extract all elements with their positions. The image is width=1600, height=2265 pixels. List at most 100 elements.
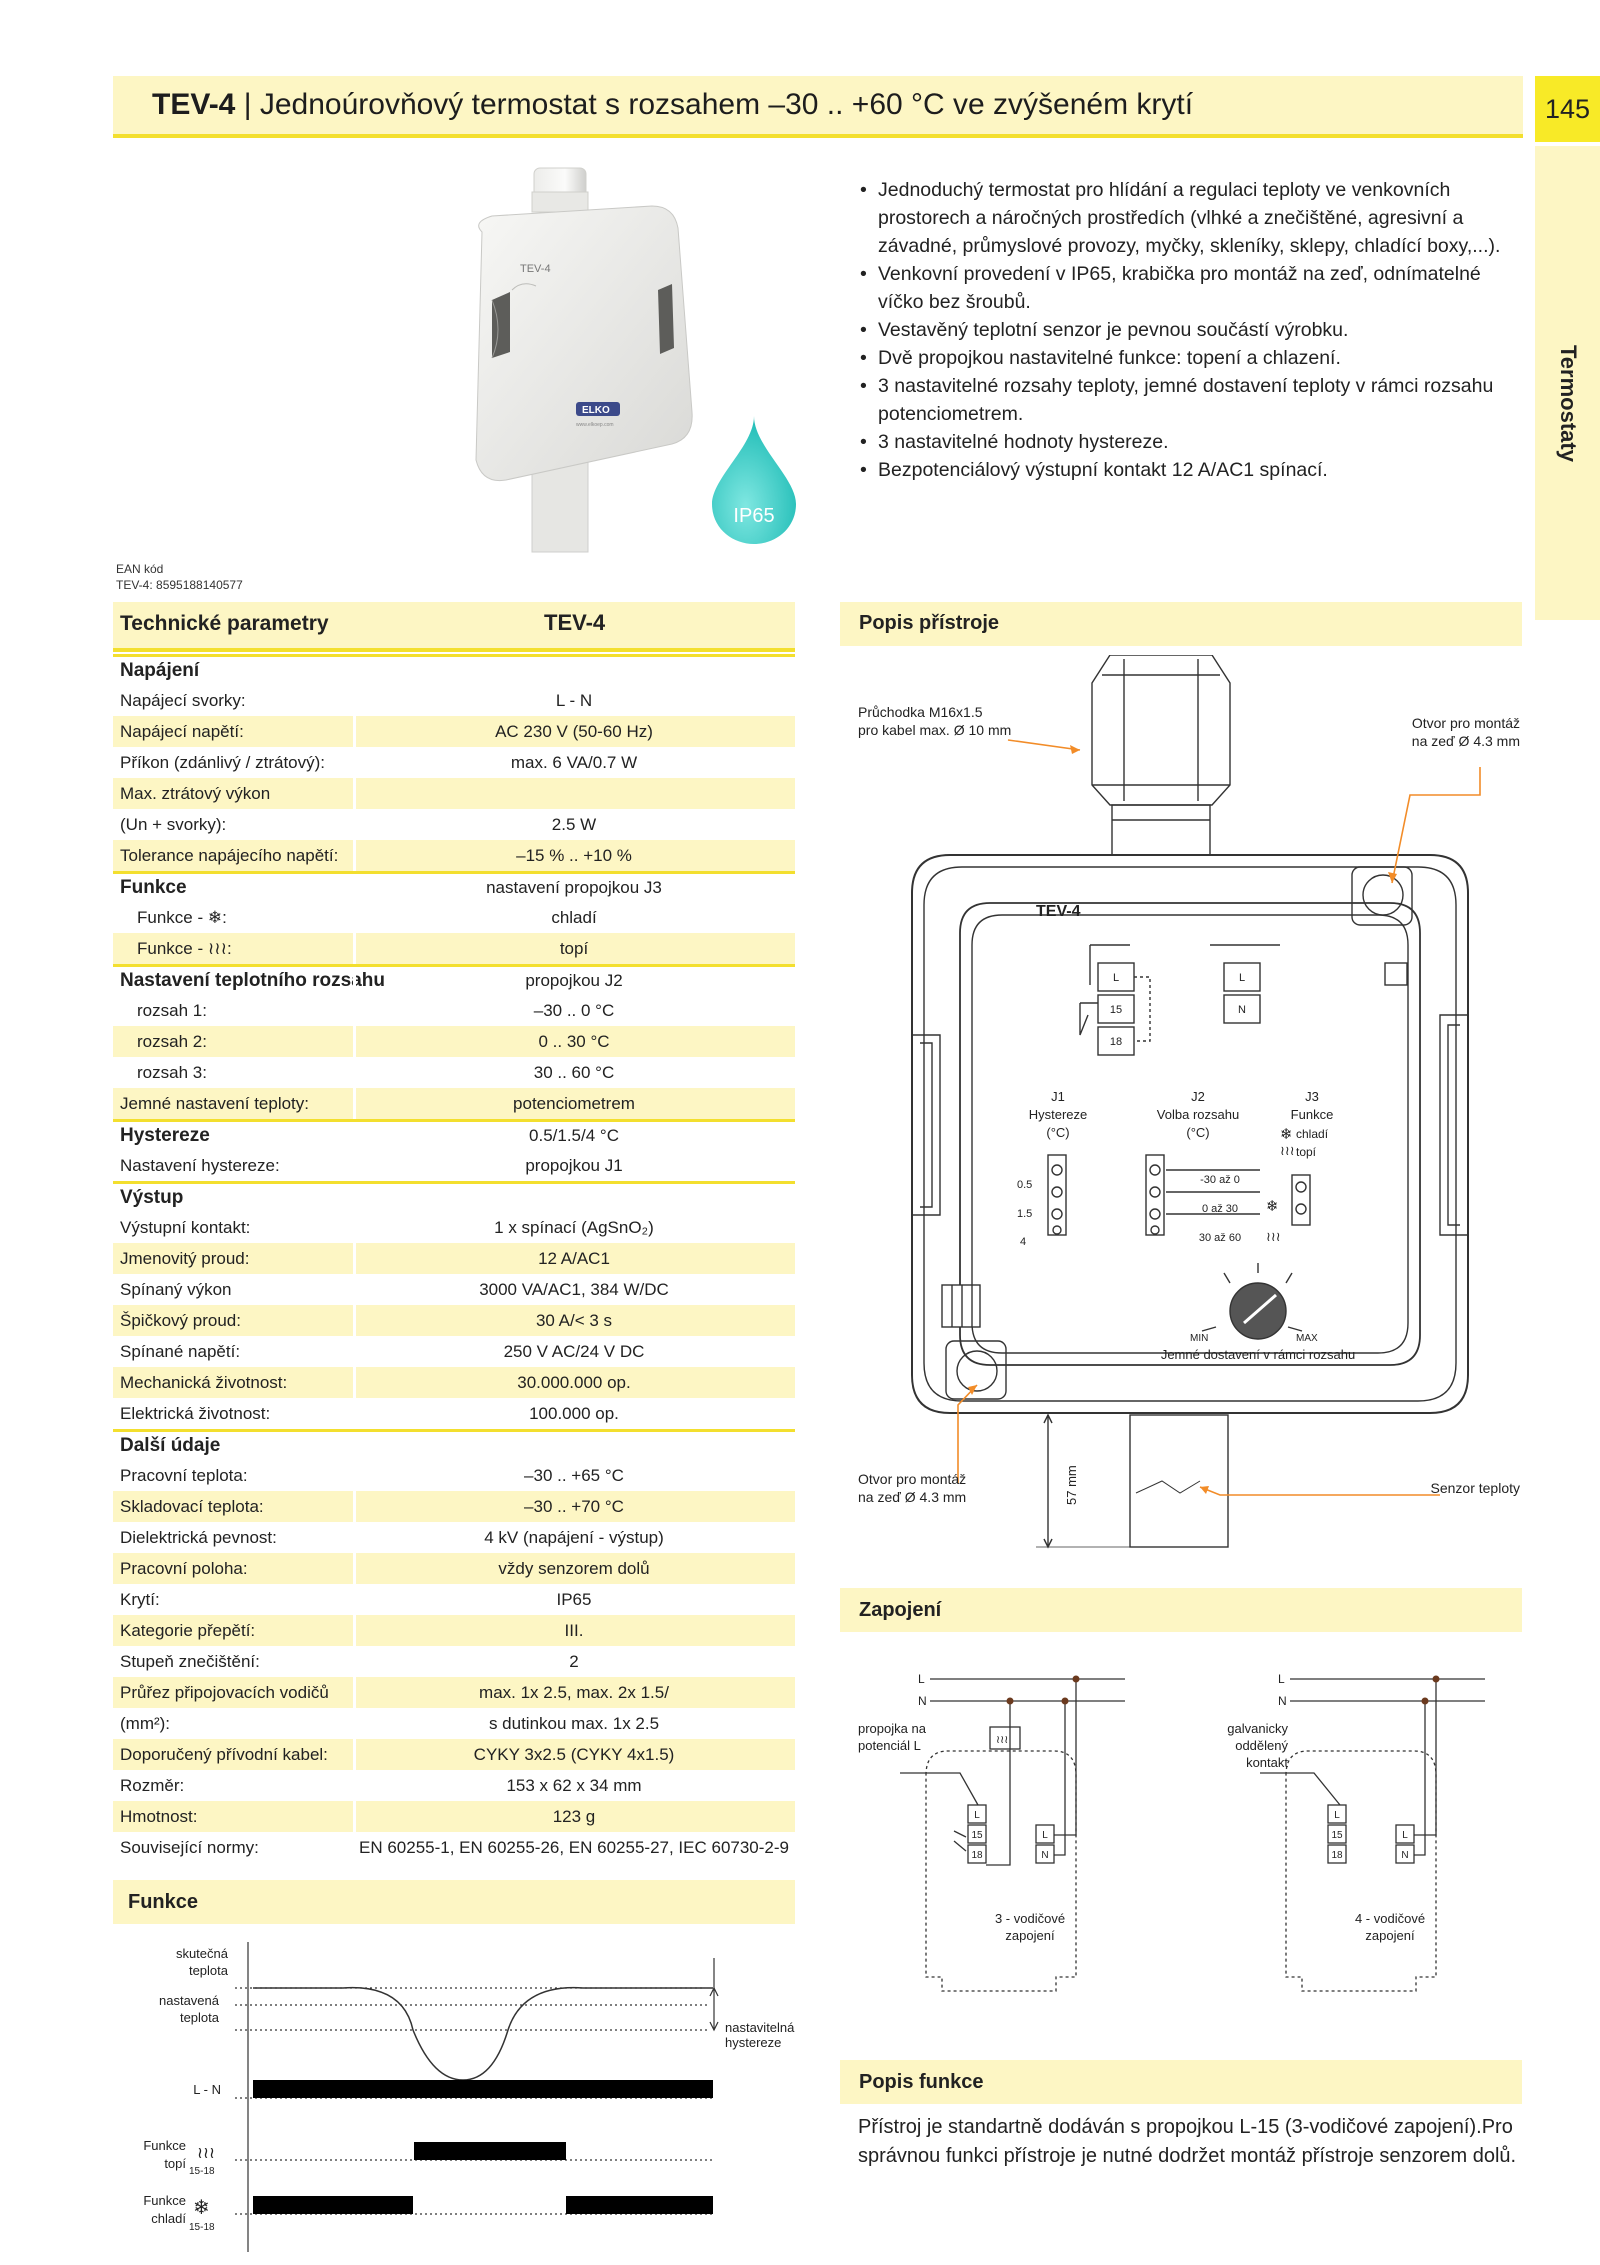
fn-set-2: teplota <box>180 2010 220 2025</box>
param-name: Špičkový proud: <box>120 1311 241 1330</box>
ean-code: EAN kód TEV-4: 8595188140577 <box>116 561 243 593</box>
feature-item: Jednoduchý termostat pro hlídání a regul… <box>860 176 1524 260</box>
snowflake-icon: ❄ <box>1266 1198 1279 1215</box>
feature-item: 3 nastavitelné hodnoty hystereze. <box>860 428 1524 456</box>
device-label-text: TEV-4 <box>520 263 551 275</box>
heat-icon: ≀≀≀ <box>996 1734 1008 1746</box>
column-divider <box>353 1274 356 1305</box>
column-divider <box>353 840 356 871</box>
function-desc-header <box>840 2060 1522 2104</box>
table-row: Krytí:IP65 <box>113 1584 795 1615</box>
param-value: –15 % .. +10 % <box>516 846 632 865</box>
param-value: IP65 <box>556 1590 592 1609</box>
wiring-diagram: L N L N ≀≀≀ propojka na potenciál L galv… <box>858 1672 1485 1992</box>
feature-item: 3 nastavitelné rozsahy teploty, jemné do… <box>860 372 1524 428</box>
column-divider <box>353 967 356 998</box>
param-value: chladí <box>551 908 597 927</box>
param-value: 12 A/AC1 <box>538 1249 610 1268</box>
param-value: CYKY 3x2.5 (CYKY 4x1.5) <box>473 1745 675 1764</box>
fn-heat-sub: 15-18 <box>189 2166 215 2177</box>
ean-value: TEV-4: 8595188140577 <box>116 578 243 592</box>
param-value: 4 kV (napájení - výstup) <box>484 1528 664 1547</box>
wiring-header <box>840 1588 1522 1632</box>
left-note-1: propojka na <box>858 1721 927 1736</box>
param-value: 30 .. 60 °C <box>533 1063 615 1082</box>
table-row: Rozměr:153 x 62 x 34 mm <box>113 1770 795 1801</box>
param-name: Výstupní kontakt: <box>120 1218 251 1237</box>
column-divider <box>353 1122 356 1153</box>
column-divider <box>353 1739 356 1770</box>
table-row: Stupeň znečištění:2 <box>113 1646 795 1677</box>
feature-list: Jednoduchý termostat pro hlídání a regul… <box>860 176 1524 484</box>
fn-cool-sub: 15-18 <box>189 2222 215 2233</box>
table-row: (Un + svorky):2.5 W <box>113 809 795 840</box>
fn-actual-1: skutečná <box>176 1946 229 1961</box>
function-header <box>113 1880 795 1924</box>
column-divider <box>353 1367 356 1398</box>
snowflake-icon: ❄ <box>1280 1126 1293 1143</box>
param-value: potenciometrem <box>513 1094 635 1113</box>
label-hole-tr-1: Otvor pro montáž <box>1412 715 1520 731</box>
table-row: Jmenovitý proud:12 A/AC1 <box>113 1243 795 1274</box>
fn-hyst-2: hystereze <box>725 2035 781 2050</box>
param-name: Spínané napětí: <box>120 1342 241 1361</box>
tech-header <box>113 602 795 652</box>
table-row: (mm²):s dutinkou max. 1x 2.5 <box>113 1708 795 1739</box>
heat-icon: ≀≀≀ <box>197 2145 215 2162</box>
table-row: Dielektrická pevnost:4 kV (napájení - vý… <box>113 1522 795 1553</box>
function-desc-text: Přístroj je standartně dodáván s propojk… <box>858 2116 1517 2167</box>
param-name: Funkce - ❄: <box>137 908 227 927</box>
left-note-2: potenciál L <box>858 1738 921 1753</box>
page-number: 145 <box>1535 76 1600 142</box>
param-value: L - N <box>555 691 593 710</box>
table-row: Výstupní kontakt:1 x spínací (AgSnO₂) <box>113 1212 795 1243</box>
column-divider <box>353 1398 356 1429</box>
term-l-right: L <box>1239 972 1245 984</box>
param-value: EN 60255-1, EN 60255-26, EN 60255-27, IE… <box>359 1838 789 1857</box>
table-row: rozsah 1:–30 .. 0 °C <box>113 995 795 1026</box>
j1-label: J1 <box>1051 1089 1065 1104</box>
column-divider <box>353 778 356 809</box>
param-value: 123 g <box>552 1807 596 1826</box>
hyst-1-5: 1.5 <box>1017 1208 1032 1220</box>
model-name: TEV-4 <box>152 88 236 121</box>
right-note-3: kontakt <box>1246 1755 1288 1770</box>
param-value: max. 6 VA/0.7 W <box>510 753 638 772</box>
param-name: Související normy: <box>120 1838 259 1857</box>
param-value: 30 A/< 3 s <box>535 1311 613 1330</box>
function-title: Funkce <box>128 1891 199 1913</box>
column-divider <box>353 685 356 716</box>
param-name: Tolerance napájecího napětí: <box>120 846 339 865</box>
param-name: Nastavení hystereze: <box>120 1156 280 1175</box>
param-value: 30.000.000 op. <box>517 1373 631 1392</box>
right-caption-1: 4 - vodičové <box>1355 1911 1425 1926</box>
tech-model: TEV-4 <box>544 610 606 635</box>
param-name: Stupeň znečištění: <box>120 1652 260 1671</box>
left-caption-1: 3 - vodičové <box>995 1911 1065 1926</box>
param-name: Příkon (zdánlivý / ztrátový): <box>120 753 326 772</box>
label-hole-tr-2: na zeď Ø 4.3 mm <box>1412 733 1520 749</box>
column-divider <box>353 1026 356 1057</box>
param-value: 0 .. 30 °C <box>538 1032 610 1051</box>
param-name: Hystereze <box>120 1125 210 1146</box>
param-name: Výstup <box>120 1187 184 1208</box>
param-name: Skladovací teplota: <box>120 1497 264 1516</box>
table-row: rozsah 3:30 .. 60 °C <box>113 1057 795 1088</box>
range-2: 0 až 30 <box>1202 1203 1238 1215</box>
j2-unit: (°C) <box>1186 1125 1209 1140</box>
param-name: Jemné nastavení teploty: <box>120 1094 310 1113</box>
param-name: (mm²): <box>120 1714 171 1733</box>
table-row: Jemné nastavení teploty: potenciometrem <box>113 1088 795 1119</box>
left-term-l2: L <box>1042 1830 1048 1841</box>
param-name: Nastavení teplotního rozsahu <box>120 970 385 991</box>
param-value: topí <box>559 939 589 958</box>
fn-cool: Funkce <box>143 2193 186 2208</box>
right-term-15: 15 <box>1331 1830 1343 1841</box>
column-divider <box>353 933 356 964</box>
device-logo-url: www.elkoep.com <box>576 422 614 428</box>
param-name: Hmotnost: <box>120 1807 198 1826</box>
table-row: Napájecí napětí:AC 230 V (50-60 Hz) <box>113 716 795 747</box>
column-divider <box>353 1801 356 1832</box>
table-row: Spínané napětí:250 V AC/24 V DC <box>113 1336 795 1367</box>
right-term-n: N <box>1401 1850 1408 1861</box>
